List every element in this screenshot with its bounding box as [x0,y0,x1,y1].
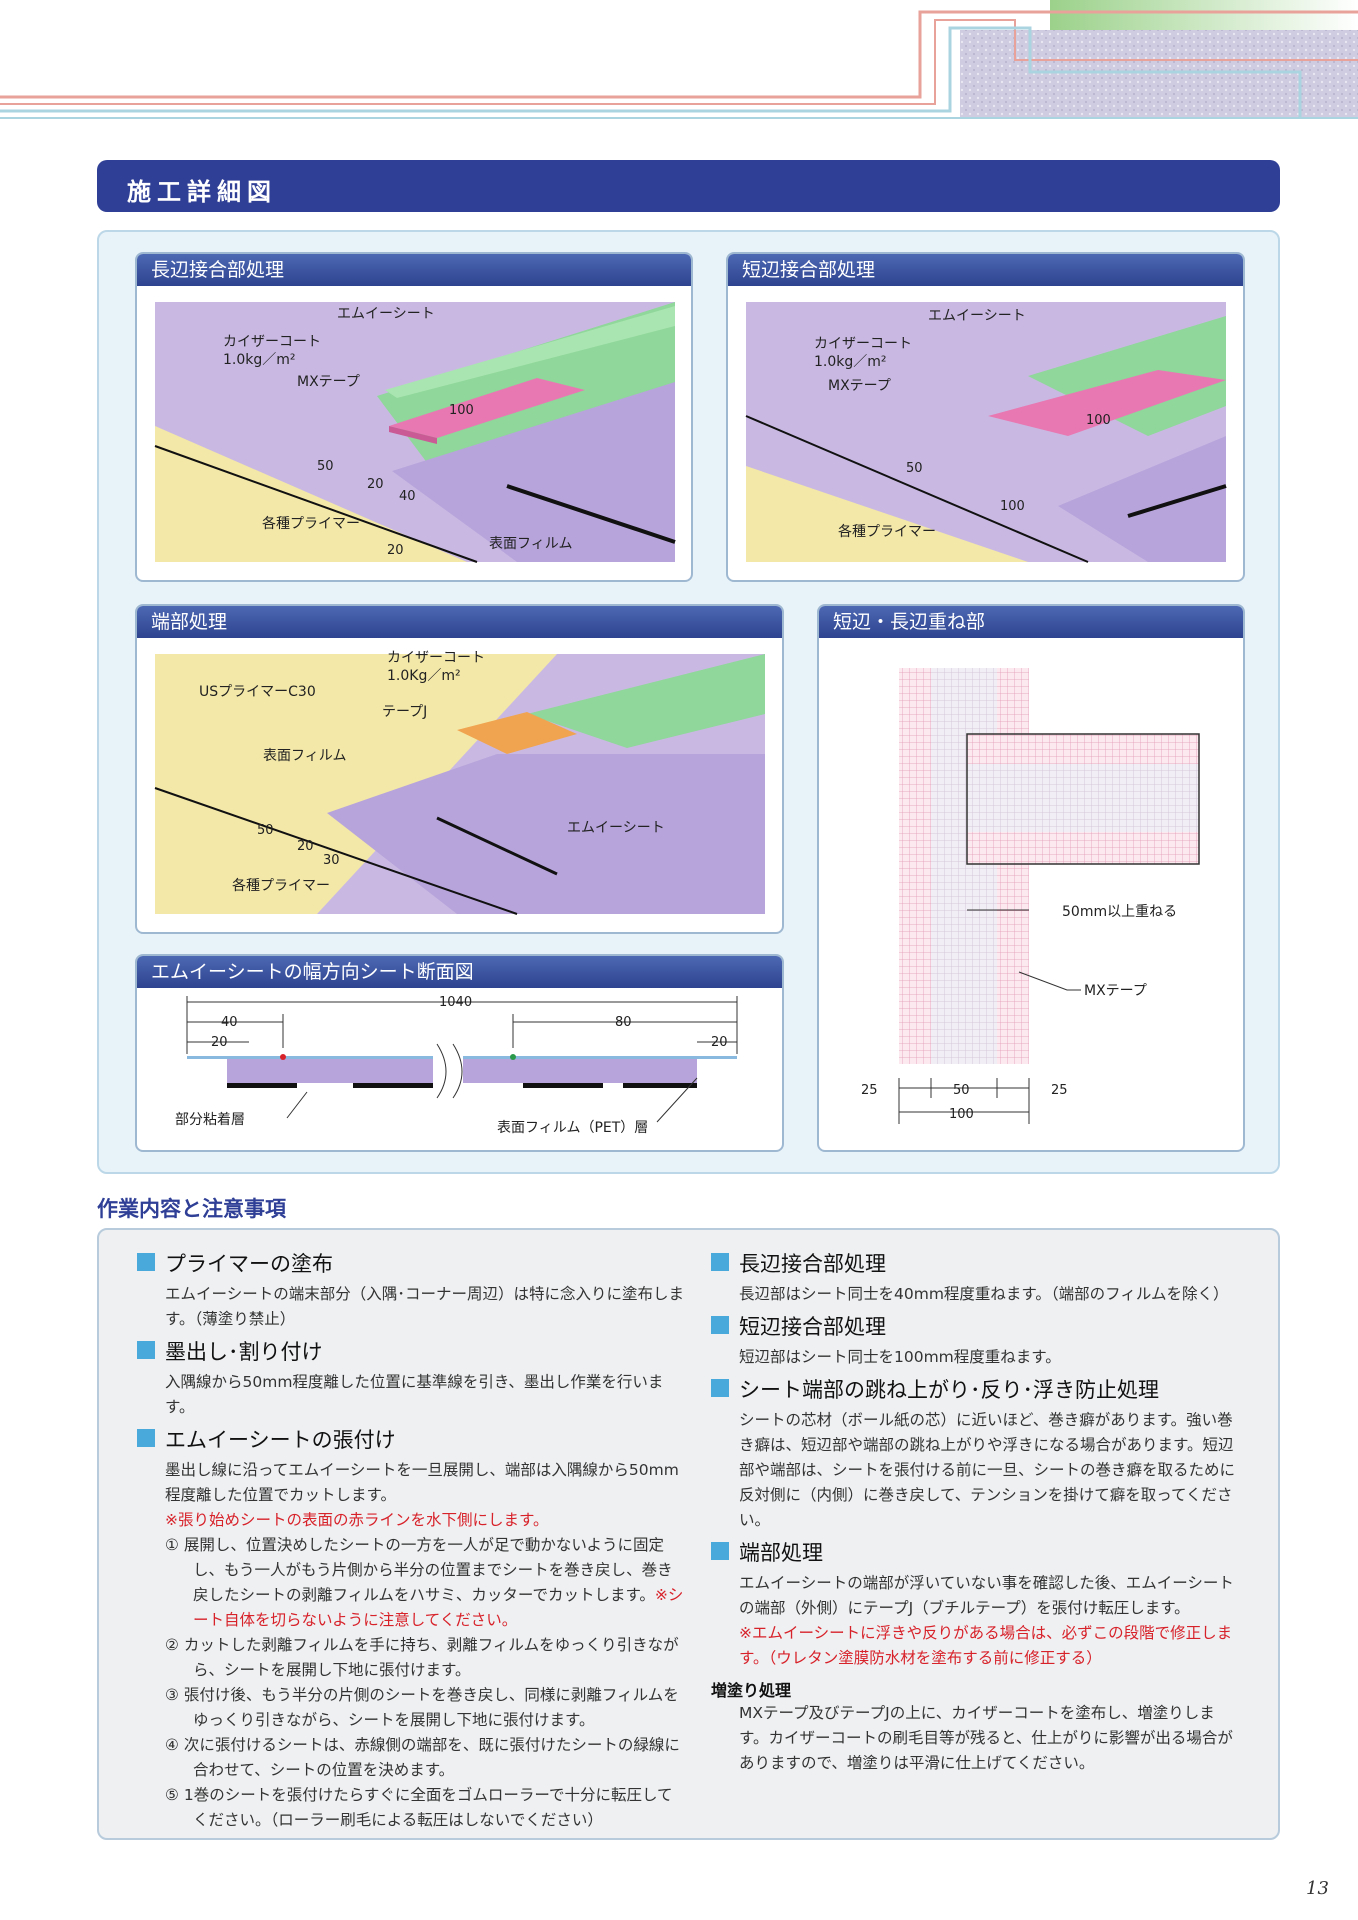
note-text: 短辺部はシート同士を100mm程度重ねます。 [739,1348,1061,1366]
label-overlap: 50mm以上重ねる [1062,904,1177,920]
note-text: MXテープ及びテープJの上に、カイザーコートを塗布し、増塗りします。カイザーコー… [739,1704,1233,1772]
header-decoration [0,0,1358,119]
dim-20b: 20 [387,543,404,558]
step-item: ③ 張付け後、もう半分の片側のシートを巻き戻し、同様に剥離フィルムをゆっくり引き… [165,1686,679,1729]
panel-end: 端部処理 カイザーコート 1.0Kg／m² USプライマーC30 テープJ 表面… [135,604,784,934]
dim-100b: 100 [1000,499,1025,514]
label-tape: MXテープ [1084,983,1147,999]
notes-title: 作業内容と注意事項 [97,1197,286,1221]
panel-section: エムイーシートの幅方向シート断面図 1040 40 20 80 20 部分粘着層… [135,954,784,1152]
label-sheet: エムイーシート [567,820,665,836]
label-primer: 各種プライマー [232,878,330,894]
label-tape: MXテープ [828,378,891,394]
note-text: 入隅線から50mm程度離した位置に基準線を引き、墨出し作業を行います。 [165,1373,664,1416]
panel-title: エムイーシートの幅方向シート断面図 [137,956,782,988]
dim-20a: 20 [367,477,384,492]
dim-50: 50 [317,459,334,474]
dim-total: 1040 [439,995,472,1010]
page-number: 13 [1306,1878,1329,1899]
panel-overlap: 短辺・長辺重ね部 50mm以上重ねる MXテープ 25 50 25 100 [817,604,1245,1152]
note-text: シートの芯材（ボール紙の芯）に近いほど、巻き癖があります。強い巻き癖は、短辺部や… [739,1411,1236,1529]
step-item: ⑤ 1巻のシートを張付けたらすぐに全面をゴムローラーで十分に転圧してください。（… [165,1786,673,1829]
note-heading: 長辺接合部処理 [711,1248,1241,1278]
dim-25a: 25 [861,1083,878,1098]
note-text: 墨出し線に沿ってエムイーシートを一旦展開し、端部は入隅線から50mm程度離した位… [165,1461,679,1504]
note-heading: シート端部の跳ね上がり･反り･浮き防止処理 [711,1374,1241,1404]
label-primer: 各種プライマー [838,524,936,540]
note-text: エムイーシートの端末部分（入隅･コーナー周辺）は特に念入りに塗布します。（薄塗り… [165,1285,684,1328]
dim-100: 100 [449,403,474,418]
label-film: 表面フィルム [489,536,572,552]
note-heading: プライマーの塗布 [137,1248,687,1278]
dim-40: 40 [221,1015,238,1030]
dim-50: 50 [953,1083,970,1098]
step-item: ① 展開し、位置決めしたシートの一方を一人が足で動かないように固定し、もう一人が… [165,1536,684,1629]
panel-short-joint: 短辺接合部処理 エムイーシート カイザーコート 1.0kg／m² MXテープ 各… [726,252,1245,582]
label-coat: カイザーコート [223,334,321,350]
section-title: 施工詳細図 [127,178,277,206]
note-heading: 短辺接合部処理 [711,1311,1241,1341]
dim-20b: 20 [711,1035,728,1050]
note-heading: 端部処理 [711,1537,1241,1567]
label-pet: 表面フィルム（PET）層 [497,1120,648,1136]
note-text: 長辺部はシート同士を40mm程度重ねます。（端部のフィルムを除く） [739,1285,1229,1303]
note-warning: ※エムイーシートに浮きや反りがある場合は、必ずこの段階で修正します。（ウレタン塗… [739,1624,1233,1667]
note-text: エムイーシートの端部が浮いていない事を確認した後、エムイーシートの端部（外側）に… [739,1574,1234,1617]
dim-20: 20 [297,839,314,854]
dim-40: 40 [399,489,416,504]
section-diagram: 1040 40 20 80 20 部分粘着層 表面フィルム（PET）層 [175,995,738,1136]
notes-left-column: プライマーの塗布 エムイーシートの端末部分（入隅･コーナー周辺）は特に念入りに塗… [137,1244,687,1833]
panel-title: 短辺接合部処理 [728,254,1243,286]
label-tape-j: テープJ [382,704,427,720]
note-warning: ※張り始めシートの表面の赤ラインを水下側にします。 [165,1511,549,1529]
panel-title: 端部処理 [137,606,782,638]
label-coat: カイザーコート [814,336,912,352]
note-heading: 墨出し･割り付け [137,1336,687,1366]
short-joint-diagram: エムイーシート カイザーコート 1.0kg／m² MXテープ 各種プライマー 1… [745,302,1227,563]
dim-25b: 25 [1051,1083,1068,1098]
dim-50: 50 [257,823,274,838]
dim-50: 50 [906,461,923,476]
label-sheet: エムイーシート [337,306,435,322]
section-title-bar: 施工詳細図 [97,160,1280,212]
dim-100: 100 [949,1107,974,1122]
end-diagram: カイザーコート 1.0Kg／m² USプライマーC30 テープJ 表面フィルム … [154,650,765,915]
note-heading: エムイーシートの張付け [137,1424,687,1454]
dim-20a: 20 [211,1035,228,1050]
label-coat: カイザーコート [387,650,485,666]
step-item: ② カットした剥離フィルムを手に持ち、剥離フィルムをゆっくり引きながら、シートを… [165,1636,679,1679]
dim-30: 30 [323,853,340,868]
panel-title: 短辺・長辺重ね部 [819,606,1243,638]
overlap-diagram: 50mm以上重ねる MXテープ 25 50 25 100 [861,668,1200,1124]
label-coat-amount: 1.0kg／m² [223,352,296,368]
label-sheet: エムイーシート [928,308,1026,324]
label-coat-amount: 1.0kg／m² [814,354,887,370]
step-item: ④ 次に張付けるシートは、赤線側の端部を、既に張付けたシートの緑線に合わせて、シ… [165,1736,680,1779]
label-tape: MXテープ [297,374,360,390]
long-joint-diagram: エムイーシート カイザーコート 1.0kg／m² MXテープ 各種プライマー 表… [154,302,676,563]
label-coat-amount: 1.0Kg／m² [387,668,461,684]
label-adhesive: 部分粘着層 [175,1112,245,1128]
panel-title: 長辺接合部処理 [137,254,691,286]
label-film: 表面フィルム [263,748,346,764]
note-subheading: 増塗り処理 [711,1681,792,1700]
diagram-container: 長辺接合部処理 エムイーシート カイザーコート 1.0kg／m² MXテープ 各… [97,230,1280,1174]
dim-100a: 100 [1086,413,1111,428]
dim-80: 80 [615,1015,632,1030]
notes-box: プライマーの塗布 エムイーシートの端末部分（入隅･コーナー周辺）は特に念入りに塗… [97,1228,1280,1840]
panel-long-joint: 長辺接合部処理 エムイーシート カイザーコート 1.0kg／m² MXテープ 各… [135,252,693,582]
label-us-primer: USプライマーC30 [199,684,316,700]
label-primer: 各種プライマー [262,516,360,532]
notes-right-column: 長辺接合部処理 長辺部はシート同士を40mm程度重ねます。（端部のフィルムを除く… [711,1244,1241,1780]
